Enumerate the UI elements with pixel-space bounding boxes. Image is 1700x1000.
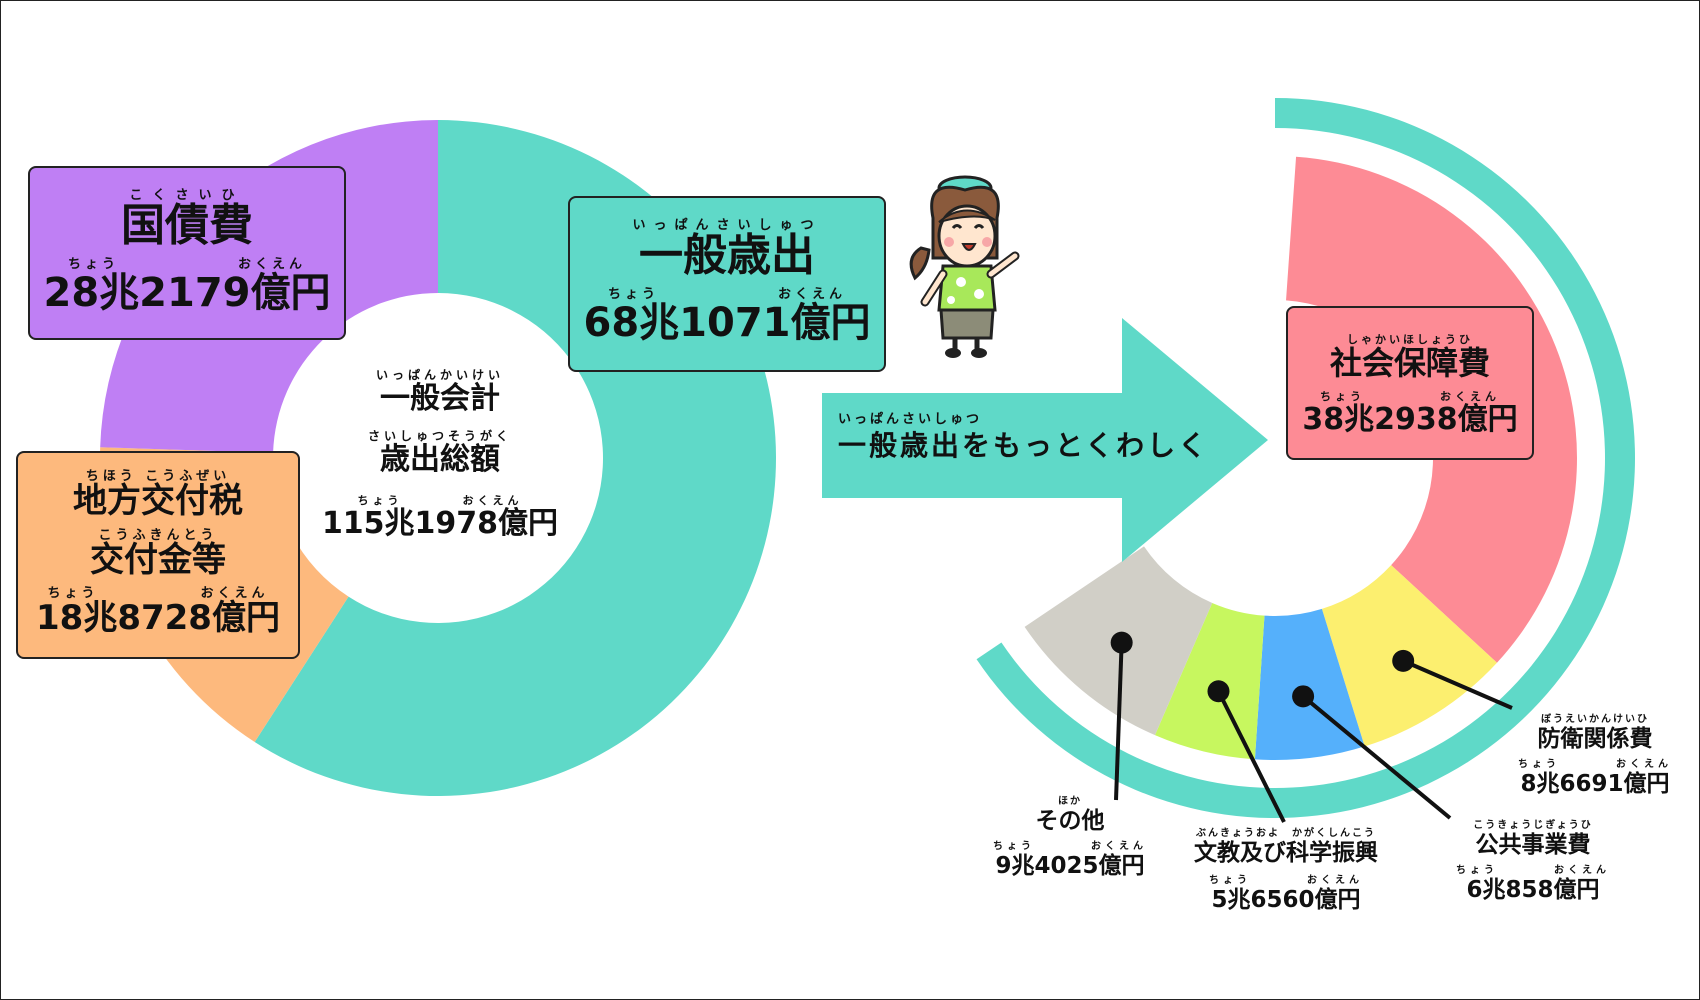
ruby-education-science: ぶんきょうおよ かがくしんこう xyxy=(1196,828,1376,839)
education-science-name: 文教及び科学振興 xyxy=(1194,840,1378,866)
other-callout-line xyxy=(1114,642,1124,801)
ruby-general-amount: ちょう おくえん xyxy=(607,287,846,303)
local-allocation-amount: 18兆8728億円 xyxy=(36,598,280,639)
ruby-arrow-label: いっぱんさいしゅつ xyxy=(838,412,983,427)
ruby-general-account: いっぱんかいけい xyxy=(375,368,504,382)
public-works-name: 公共事業費 xyxy=(1475,832,1591,858)
ruby-public-works: こうきょうじぎょうひ xyxy=(1473,820,1593,831)
ruby-total-amount: ちょう おくえん xyxy=(357,494,523,507)
total-center-label: いっぱんかいけい 一般会計 さいしゅつそうがく 歳出総額 ちょう おくえん 11… xyxy=(300,368,580,540)
public-works-label: こうきょうじぎょうひ 公共事業費 ちょう おくえん 6兆858億円 xyxy=(1438,818,1628,902)
social-security-amount: 38兆2938億円 xyxy=(1302,401,1518,437)
general-expenditure-name: 一般歳出 xyxy=(639,230,815,281)
other-amount: 9兆4025億円 xyxy=(995,853,1145,880)
debt-service-name: 国債費 xyxy=(121,200,253,251)
defense-callout-dot xyxy=(1392,649,1415,672)
total-expenditure-title: 歳出総額 xyxy=(380,441,500,477)
callout-lines xyxy=(1110,631,1513,823)
defense-amount: 8兆6691億円 xyxy=(1520,771,1670,798)
education-science-callout-dot xyxy=(1207,680,1230,703)
big-arrow-shape xyxy=(822,318,1268,562)
education-science-amount: 5兆6560億円 xyxy=(1211,887,1361,914)
slice-education-science xyxy=(1154,602,1265,760)
ruby-social-amount: ちょう おくえん xyxy=(1320,389,1500,403)
defense-callout-line xyxy=(1402,659,1513,710)
debt-service-card: こくさいひ 国債費 ちょう おくえん 28兆2179億円 xyxy=(28,166,346,340)
debt-service-amount: 28兆2179億円 xyxy=(43,270,331,317)
local-allocation-name-1: 地方交付税 xyxy=(73,481,243,521)
public-works-callout-dot xyxy=(1292,685,1315,708)
other-name: その他 xyxy=(1035,808,1105,834)
ruby-local-allocation-2: こうふきんとう xyxy=(98,527,218,543)
ruby-general-expenditure: いっぱんさいしゅつ xyxy=(632,218,822,233)
ruby-other-amount: ちょう おくえん xyxy=(993,841,1147,853)
ruby-public-works-amount: ちょう おくえん xyxy=(1456,865,1610,877)
defense-name: 防衛関係費 xyxy=(1537,726,1653,752)
education-science-label: ぶんきょうおよ かがくしんこう 文教及び科学振興 ちょう おくえん 5兆6560… xyxy=(1166,826,1406,912)
social-security-name: 社会保障費 xyxy=(1329,344,1490,382)
ruby-social-security: しゃかいほしょうひ xyxy=(1347,333,1473,346)
arrow-label-text: 一般歳出をもっとくわしく xyxy=(838,429,1210,462)
general-account-title: 一般会計 xyxy=(380,381,500,416)
local-allocation-name-2: 交付金等 xyxy=(90,539,226,580)
ruby-other: ほか xyxy=(1058,796,1082,807)
ruby-defense: ぼうえいかんけいひ xyxy=(1541,714,1649,725)
local-allocation-card: ちほう こうふぜい 地方交付税 こうふきんとう 交付金等 ちょう おくえん 18… xyxy=(16,451,300,659)
other-callout-dot xyxy=(1110,631,1133,654)
ruby-local-allocation-1: ちほう こうふぜい xyxy=(85,469,231,484)
ruby-education-amount: ちょう おくえん xyxy=(1209,875,1363,887)
total-amount: 115兆1978億円 xyxy=(321,506,559,541)
general-expenditure-amount: 68兆1071億円 xyxy=(583,300,871,347)
other-label: ほか その他 ちょう おくえん 9兆4025億円 xyxy=(985,794,1155,878)
ruby-defense-amount: ちょう おくえん xyxy=(1518,759,1672,771)
ruby-total-expenditure: さいしゅつそうがく xyxy=(367,428,512,443)
ruby-debt-amount: ちょう おくえん xyxy=(67,257,306,273)
public-works-amount: 6兆858億円 xyxy=(1466,877,1600,904)
ruby-debt-service: こくさいひ xyxy=(129,188,245,203)
general-expenditure-card: いっぱんさいしゅつ 一般歳出 ちょう おくえん 68兆1071億円 xyxy=(568,196,886,372)
public-works-callout-line xyxy=(1301,694,1452,820)
social-security-card: しゃかいほしょうひ 社会保障費 ちょう おくえん 38兆2938億円 xyxy=(1286,306,1534,460)
mascot-girl-illustration xyxy=(909,175,1020,358)
arrow-label: いっぱんさいしゅつ 一般歳出をもっとくわしく xyxy=(838,412,1238,460)
education-science-callout-line xyxy=(1216,690,1286,823)
ruby-local-amount: ちょう おくえん xyxy=(47,586,269,602)
defense-label: ぼうえいかんけいひ 防衛関係費 ちょう おくえん 8兆6691億円 xyxy=(1500,712,1690,796)
